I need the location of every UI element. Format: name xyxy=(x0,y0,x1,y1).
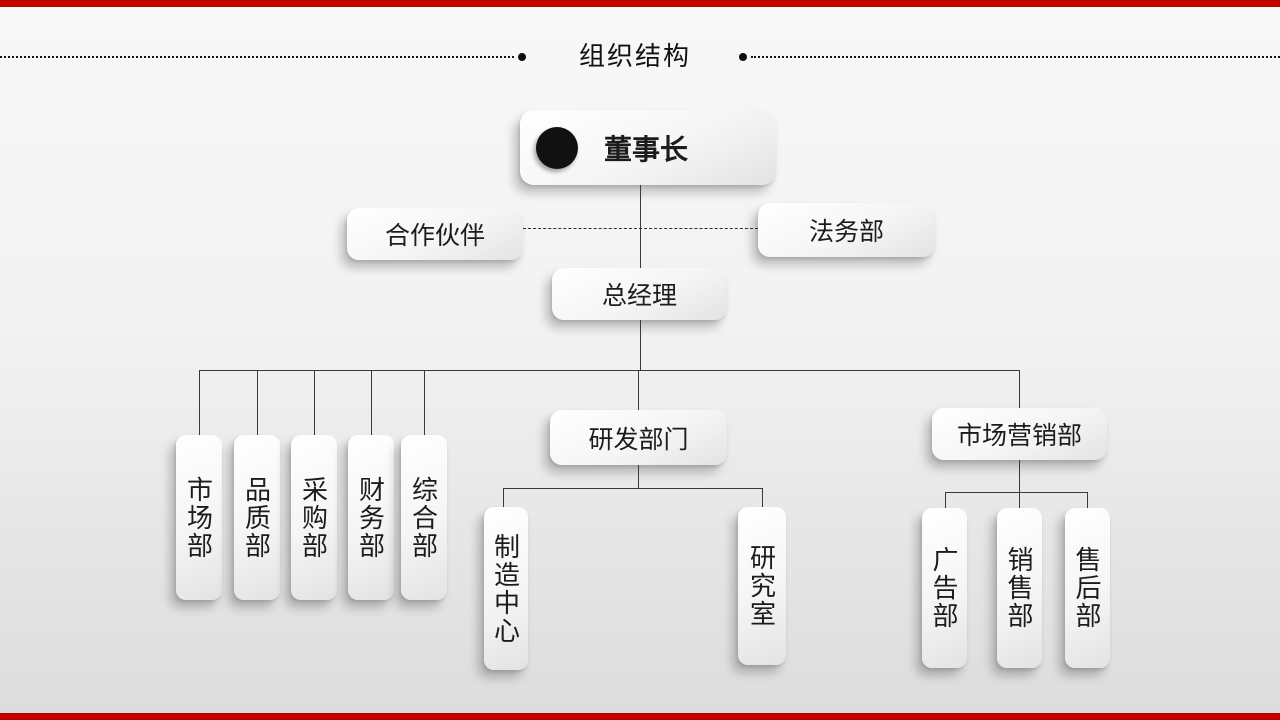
node-legal-label: 法务部 xyxy=(808,218,884,246)
connector-drop-lab xyxy=(762,488,763,507)
node-dept-general: 综合部 xyxy=(401,435,447,600)
bottom-accent-bar xyxy=(0,713,1280,720)
connector-drop-dept-2 xyxy=(257,370,258,436)
page-title: 组织结构 xyxy=(578,41,691,71)
title-dot-left-icon xyxy=(518,53,526,61)
title-dot-right-icon xyxy=(739,53,747,61)
connector-drop-marketing xyxy=(1019,370,1020,408)
top-accent-bar xyxy=(0,0,1280,7)
node-aftersales-dept-label: 售后部 xyxy=(1072,546,1102,630)
node-ads-dept-label: 广告部 xyxy=(929,546,959,630)
connector-marketing-stub xyxy=(1019,460,1020,492)
node-research-lab: 研究室 xyxy=(738,507,786,665)
connector-rd-rail xyxy=(503,488,763,489)
connector-main-rail xyxy=(199,370,1019,371)
title-dotted-line-right xyxy=(751,56,1280,58)
node-dept-quality-label: 品质部 xyxy=(241,475,272,560)
node-rd-label: 研发部门 xyxy=(588,425,689,454)
node-manufacturing-center: 制造中心 xyxy=(484,507,528,670)
node-dept-market: 市场部 xyxy=(176,435,222,600)
node-chairman: 董事长 xyxy=(520,110,776,185)
node-partner: 合作伙伴 xyxy=(347,208,523,260)
node-marketing: 市场营销部 xyxy=(932,408,1107,460)
connector-advisors-dashed xyxy=(523,228,758,229)
node-research-lab-label: 研究室 xyxy=(746,544,777,628)
connector-drop-aftersales xyxy=(1087,492,1088,508)
node-rd: 研发部门 xyxy=(550,410,727,465)
node-dept-general-label: 综合部 xyxy=(408,475,439,560)
connector-root-gm xyxy=(640,185,641,268)
node-general-manager-label: 总经理 xyxy=(601,282,677,310)
node-dept-purchasing: 采购部 xyxy=(291,435,337,600)
title-dotted-line-left xyxy=(0,56,514,58)
connector-rd-stub xyxy=(638,465,639,488)
node-aftersales-dept: 售后部 xyxy=(1065,508,1110,668)
node-partner-label: 合作伙伴 xyxy=(384,222,485,250)
node-chairman-label: 董事长 xyxy=(604,133,689,165)
connector-drop-sales xyxy=(1019,492,1020,508)
node-dept-finance: 财务部 xyxy=(348,435,394,600)
node-dept-quality: 品质部 xyxy=(234,435,280,600)
node-sales-dept: 销售部 xyxy=(997,508,1042,668)
node-dept-purchasing-label: 采购部 xyxy=(298,475,329,560)
connector-marketing-rail xyxy=(945,492,1087,493)
chairman-bullet-icon xyxy=(536,126,578,169)
connector-drop-rd xyxy=(638,370,639,410)
node-general-manager: 总经理 xyxy=(552,268,727,320)
connector-drop-ads xyxy=(945,492,946,508)
node-sales-dept-label: 销售部 xyxy=(1004,546,1034,630)
connector-drop-dept-4 xyxy=(371,370,372,436)
node-ads-dept: 广告部 xyxy=(922,508,967,668)
connector-drop-dept-3 xyxy=(314,370,315,436)
node-dept-market-label: 市场部 xyxy=(183,475,214,560)
connector-drop-dept-1 xyxy=(199,370,200,436)
node-marketing-label: 市场营销部 xyxy=(956,422,1082,450)
node-manufacturing-center-label: 制造中心 xyxy=(490,532,521,645)
node-dept-finance-label: 财务部 xyxy=(355,475,386,560)
connector-drop-dept-5 xyxy=(424,370,425,436)
node-legal: 法务部 xyxy=(758,203,935,257)
connector-drop-mfg xyxy=(503,488,504,507)
connector-gm-rail xyxy=(640,320,641,370)
